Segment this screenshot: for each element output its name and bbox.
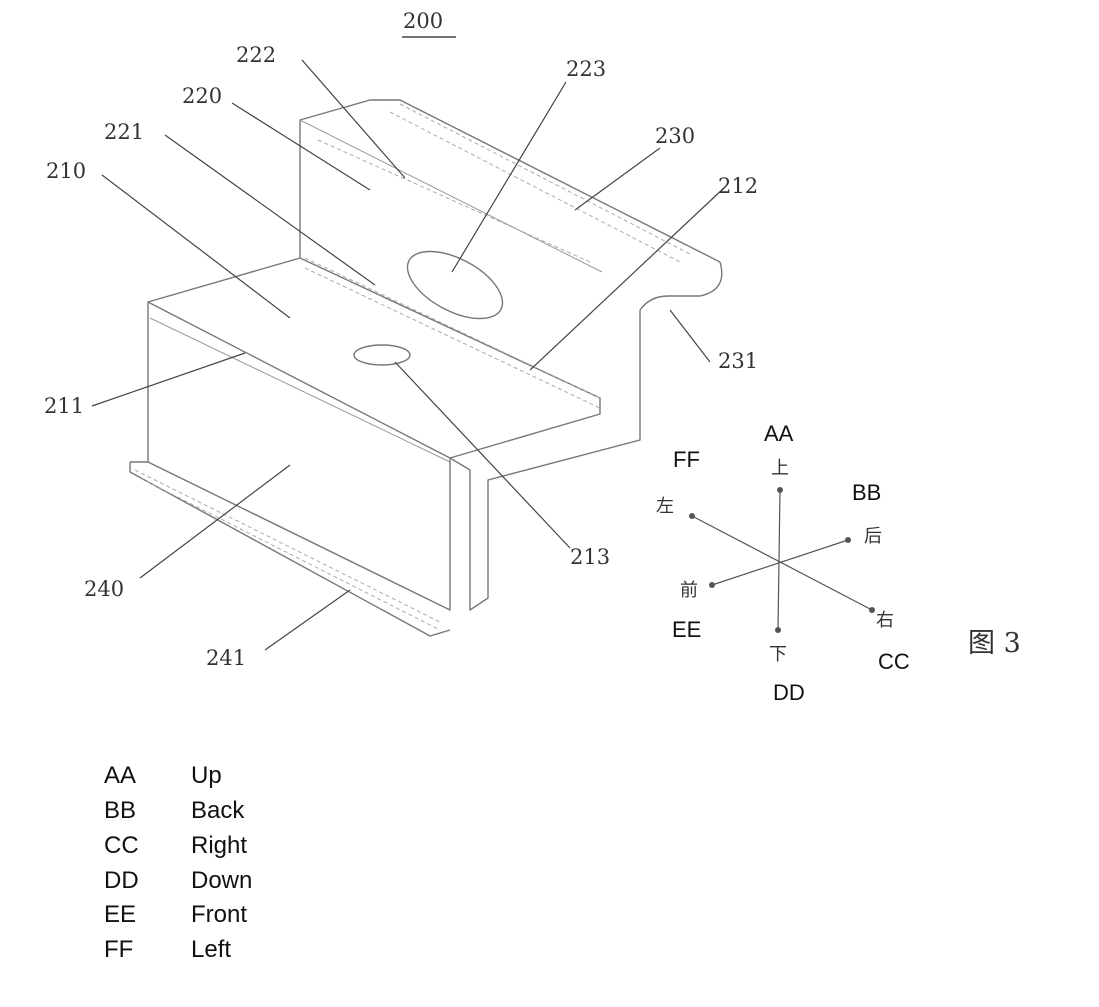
axis-front-back: [712, 540, 848, 585]
axis-down-cn: 下: [769, 644, 787, 665]
leader-241: [265, 590, 350, 650]
legend-code: BB: [104, 797, 136, 824]
figure-number-label: 200: [403, 9, 443, 33]
ref-label: 211: [44, 394, 84, 418]
axis-front-cn: 前: [680, 580, 698, 601]
ref-label: 221: [104, 120, 144, 144]
legend-meaning: Down: [191, 867, 252, 894]
legend: AA Up BB Back CC Right DD Down EE Front …: [104, 762, 252, 963]
leader-231: [670, 310, 710, 362]
ref-label: 210: [46, 159, 86, 183]
top-rail-230-line: [400, 104, 690, 254]
legend-meaning: Right: [191, 832, 247, 859]
leader-211: [92, 353, 245, 406]
ref-label: 212: [718, 174, 758, 198]
arrow-right-icon: [869, 607, 875, 613]
base-plate-210: [148, 258, 600, 458]
right-step: [450, 310, 640, 610]
leader-240: [140, 465, 290, 578]
wall-220-inner-line: [318, 140, 590, 262]
arrow-left-icon: [689, 513, 695, 519]
axis-left-right: [692, 516, 872, 610]
groove-212-line-2: [305, 268, 600, 408]
ref-label: 240: [84, 577, 124, 601]
axis-up-cn: 上: [771, 458, 789, 479]
leader-220: [232, 103, 370, 190]
flange-241-line-1: [135, 470, 440, 622]
bracket-drawing: [130, 100, 722, 636]
legend-meaning: Left: [191, 936, 231, 963]
arrow-front-icon: [709, 582, 715, 588]
axis-up-down: [778, 490, 780, 630]
axis-up-code: AA: [764, 421, 794, 446]
axis-back-cn: 后: [864, 526, 882, 547]
axis-back-code: BB: [852, 480, 881, 505]
wall-220-top-edge: [300, 120, 602, 272]
ref-label: 220: [182, 84, 222, 108]
lip-231: [640, 262, 722, 310]
ref-label: 241: [206, 646, 246, 670]
ref-label: 231: [718, 349, 758, 373]
reference-numerals: 222 223 220 221 230 210 212 231 211 213 …: [44, 43, 758, 670]
figure-caption: 图 3: [968, 628, 1021, 659]
leader-230: [575, 148, 660, 210]
leader-213: [395, 362, 570, 548]
legend-meaning: Back: [191, 797, 245, 824]
ref-label: 213: [570, 545, 610, 569]
legend-meaning: Front: [191, 901, 247, 928]
axis-right-code: CC: [878, 649, 910, 674]
axis-right-cn: 右: [876, 610, 894, 631]
arrow-back-icon: [845, 537, 851, 543]
axis-left-code: FF: [673, 447, 700, 472]
leader-221: [165, 135, 375, 285]
flange-241-line-2: [140, 478, 440, 630]
legend-code: DD: [104, 867, 139, 894]
arrow-down-icon: [775, 627, 781, 633]
arrow-up-icon: [777, 487, 783, 493]
ref-label: 223: [566, 57, 606, 81]
base-plate-front-edge: [150, 318, 450, 462]
hole-213: [354, 345, 410, 365]
leader-210: [102, 175, 290, 318]
ref-label: 230: [655, 124, 695, 148]
ref-label: 222: [236, 43, 276, 67]
legend-code: CC: [104, 832, 139, 859]
axis-left-cn: 左: [656, 496, 674, 517]
leader-222: [302, 60, 405, 178]
direction-axes: 上 下 左 右 前 后 AA BB CC DD EE FF: [656, 421, 910, 705]
legend-code: EE: [104, 901, 136, 928]
legend-code: FF: [104, 936, 133, 963]
axis-down-code: DD: [773, 680, 805, 705]
axis-front-code: EE: [672, 617, 701, 642]
hole-223: [397, 238, 513, 333]
leader-lines: [92, 60, 725, 650]
legend-code: AA: [104, 762, 136, 789]
legend-meaning: Up: [191, 762, 222, 789]
